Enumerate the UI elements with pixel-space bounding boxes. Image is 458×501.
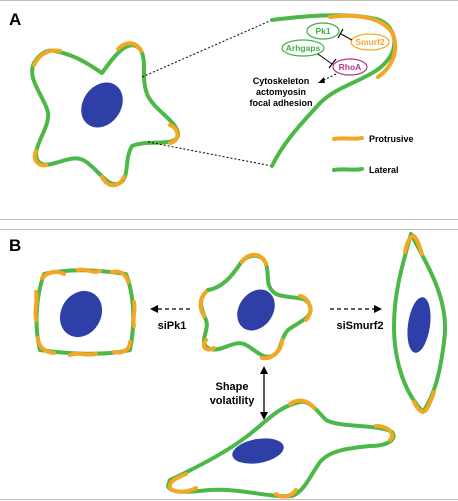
cross-cell-protrusive-left xyxy=(32,48,62,67)
elongated-protrusive-top xyxy=(288,398,316,410)
rhoa-to-cytoskeleton-arrowhead xyxy=(318,77,325,83)
legend-protrusive-swatch xyxy=(332,136,364,141)
sipk1-label: siPk1 xyxy=(158,320,187,332)
smurf2-label: Smurf2 xyxy=(355,37,385,47)
smurf2-inhibits-pk1-bar xyxy=(337,28,344,39)
smurf2-inhibits-pk1-arrow xyxy=(340,33,353,41)
center-protrusive-right xyxy=(298,294,313,322)
arhgaps-inhibits-rhoa-arrow xyxy=(317,53,333,65)
smurf2-node xyxy=(350,33,390,51)
elongated-protrusive-right xyxy=(374,424,395,442)
legend-lateral-swatch xyxy=(332,167,364,172)
zoom-guide-top xyxy=(141,19,273,78)
pk1-label: Pk1 xyxy=(315,26,330,36)
cross-cell-protrusive-right xyxy=(168,123,180,145)
shape-volatility-label-line2: volatility xyxy=(210,395,256,407)
legend-protrusive-label: Protrusive xyxy=(369,134,414,144)
sipk1-arrowhead xyxy=(150,305,158,313)
panel-a-letter: A xyxy=(9,10,21,29)
zoomed-protrusive-membrane xyxy=(328,13,398,79)
sismurf2-nucleus xyxy=(407,297,431,353)
elongated-nucleus xyxy=(232,438,284,464)
outcome-cytoskeleton: Cytoskeleton xyxy=(253,76,310,86)
arhgaps-label: Arhgaps xyxy=(286,43,321,53)
sipk1-protrusive-top-left xyxy=(40,269,66,280)
center-protrusive-left xyxy=(198,290,208,318)
arhgaps-inhibits-rhoa-bar xyxy=(328,58,337,69)
sipk1-cell xyxy=(33,267,137,357)
cross-cell-protrusive-bottom xyxy=(100,175,126,188)
zoomed-protrusion: Pk1 Arhgaps Smurf2 RhoA xyxy=(249,13,398,168)
shape-volatility-arrow: Shape volatility xyxy=(210,366,268,420)
center-cell xyxy=(198,252,313,361)
sismurf2-arrow: siSmurf2 xyxy=(330,305,384,332)
sipk1-protrusive-top-mid xyxy=(76,267,102,274)
center-protrusive-top xyxy=(240,252,268,266)
shape-volatility-label-line1: Shape xyxy=(215,381,248,393)
zoom-guide-bottom xyxy=(147,141,273,167)
sismurf2-label: siSmurf2 xyxy=(336,320,383,332)
elongated-protrusive-left xyxy=(167,472,198,494)
legend-lateral-label: Lateral xyxy=(369,165,399,175)
shape-volatility-arrowhead-up xyxy=(260,366,268,374)
sipk1-arrow: siPk1 xyxy=(150,305,190,332)
panel-a: A Pk1 xyxy=(0,0,458,220)
sismurf2-protrusive-bottom xyxy=(412,390,436,414)
shape-volatility-arrowhead-down xyxy=(260,412,268,420)
center-protrusive-bottom xyxy=(260,338,284,361)
center-nucleus xyxy=(237,289,275,331)
cross-cell-protrusive-lower-left xyxy=(32,149,48,168)
sipk1-protrusive-bottom-right xyxy=(112,340,132,355)
rhoa-label: RhoA xyxy=(339,62,362,72)
legend: Protrusive Lateral xyxy=(332,134,414,175)
panel-b-letter: B xyxy=(9,236,21,255)
sipk1-nucleus xyxy=(59,290,103,338)
pk1-node xyxy=(306,22,340,40)
center-protrusive-lower-left xyxy=(201,338,216,352)
outcome-actomyosin: actomyosin xyxy=(256,87,306,97)
cross-cell-nucleus xyxy=(81,82,123,128)
elongated-cell xyxy=(166,398,396,499)
arhgaps-node xyxy=(281,39,325,57)
outcome-focal-adhesion: focal adhesion xyxy=(249,98,312,108)
sismurf2-cell xyxy=(392,232,448,414)
elongated-protrusive-bottom xyxy=(274,488,298,499)
sismurf2-arrowhead xyxy=(374,305,382,313)
cross-cell xyxy=(30,41,180,188)
sipk1-protrusive-bottom-left xyxy=(36,336,56,355)
sipk1-protrusive-bottom-mid xyxy=(68,351,98,357)
sipk1-protrusive-right xyxy=(131,300,137,328)
panel-b-canvas: B xyxy=(9,232,448,499)
panel-a-canvas: A Pk1 xyxy=(9,10,414,188)
panel-b: B xyxy=(0,229,458,500)
cross-cell-protrusive-top xyxy=(116,41,143,53)
sipk1-protrusive-left xyxy=(33,290,39,322)
sipk1-protrusive-top-right xyxy=(110,269,130,284)
rhoa-node xyxy=(332,58,368,76)
sismurf2-protrusive-top xyxy=(403,233,424,256)
